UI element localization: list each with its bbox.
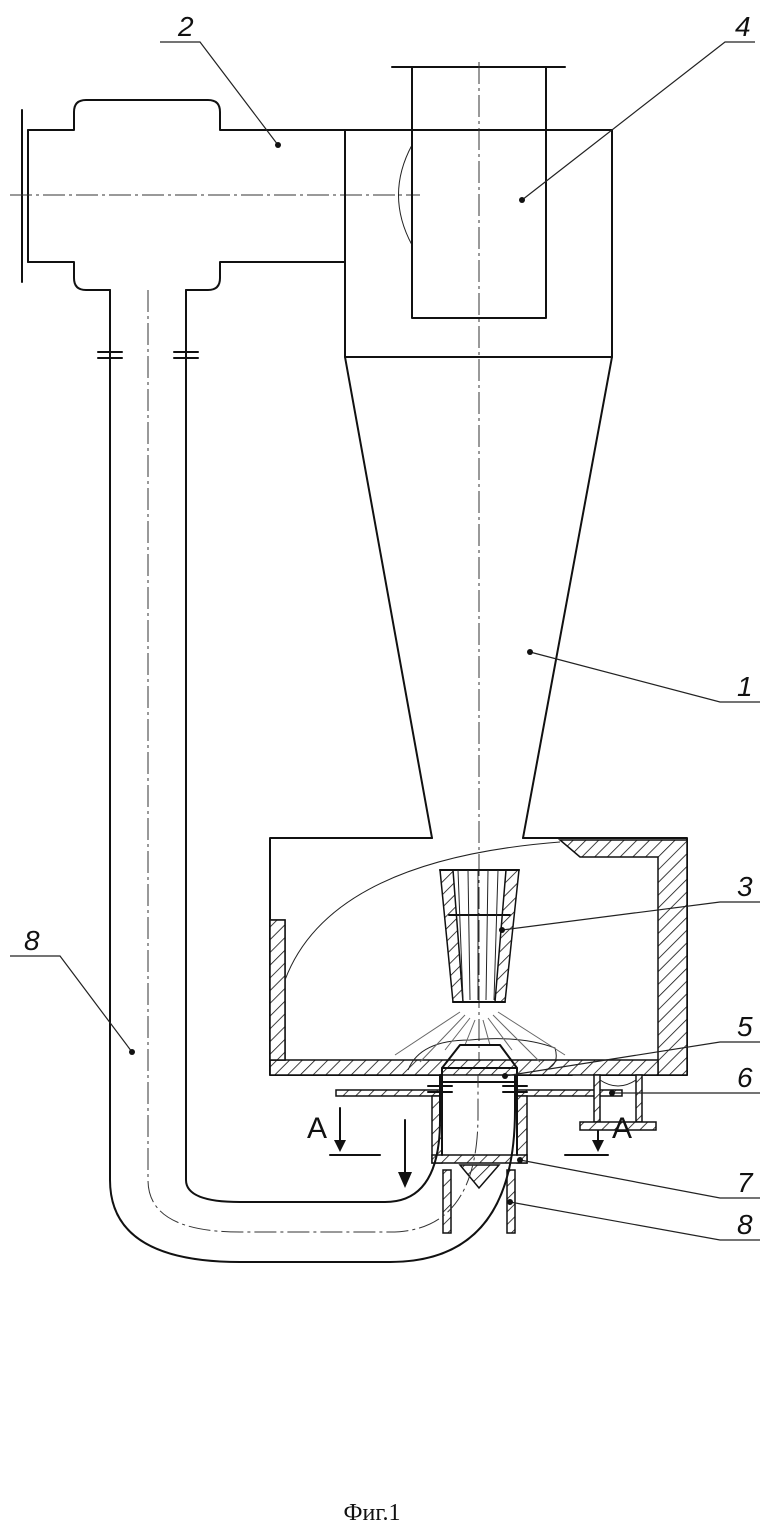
callout-6: 6 xyxy=(737,1062,753,1093)
callout-3: 3 xyxy=(737,871,753,902)
section-mark-right: A xyxy=(612,1112,632,1145)
callout-8-inner-tube: 8 xyxy=(737,1209,753,1240)
callout-7: 7 xyxy=(737,1167,754,1198)
section-mark-left: A xyxy=(307,1112,327,1145)
callout-4: 4 xyxy=(735,11,751,42)
callout-5: 5 xyxy=(737,1011,753,1042)
figure-caption: Фиг.1 xyxy=(344,1500,401,1526)
callout-1: 1 xyxy=(737,671,753,702)
callout-2: 2 xyxy=(177,11,194,42)
spray-pattern xyxy=(395,1012,565,1062)
inlet-duct xyxy=(10,100,420,290)
callout-8-return-pipe: 8 xyxy=(24,925,40,956)
